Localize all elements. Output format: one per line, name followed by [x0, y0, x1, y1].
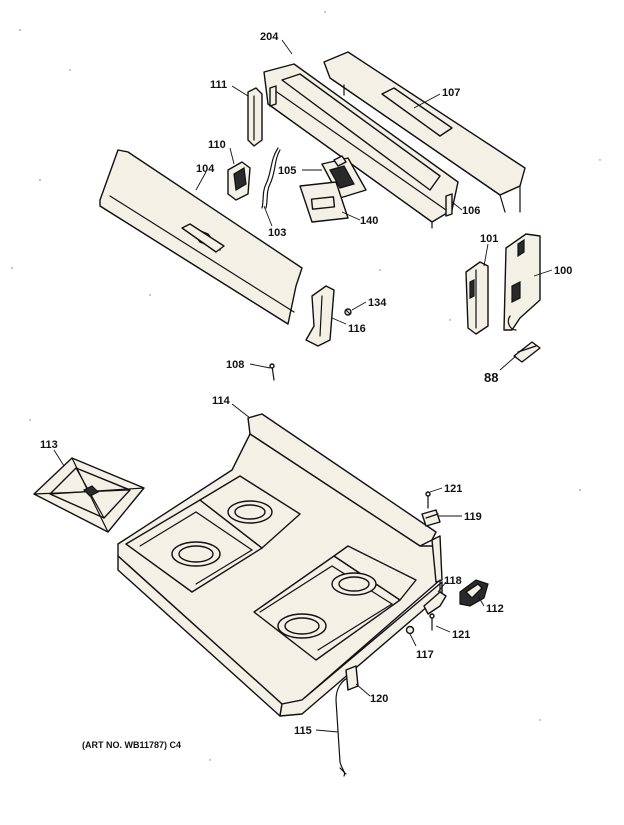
- callout-101: 101: [480, 233, 498, 245]
- callout-113: 113: [40, 439, 58, 451]
- callout-119: 119: [464, 511, 482, 523]
- callout-121-upper: 121: [444, 483, 462, 495]
- part-113-burner-grate: [33, 457, 145, 533]
- callout-116: 116: [348, 323, 366, 335]
- callout-117: 117: [416, 649, 434, 661]
- background-specks: [11, 11, 601, 761]
- callout-121-lower: 121: [452, 629, 470, 641]
- part-100-side-bracket: [503, 233, 541, 331]
- part-119-clip: [421, 509, 441, 527]
- callout-114: 114: [212, 395, 231, 407]
- callout-204: 204: [260, 31, 279, 43]
- callout-104: 104: [196, 163, 215, 175]
- part-101-bracket: [465, 261, 489, 335]
- part-104-control-panel: [99, 149, 303, 325]
- callout-labels: 204 107 111 110 104 105 103 140 106 101 …: [40, 31, 572, 737]
- part-204-backsplash-panel: [263, 63, 459, 229]
- part-117-nut: [405, 625, 415, 635]
- callout-88: 88: [484, 370, 498, 385]
- callout-105: 105: [278, 165, 296, 177]
- callout-120: 120: [370, 693, 388, 705]
- callout-134: 134: [368, 297, 387, 309]
- callout-118: 118: [444, 575, 462, 587]
- callout-107: 107: [442, 87, 460, 99]
- callout-115: 115: [294, 725, 312, 737]
- part-110-switch: [227, 161, 251, 201]
- part-107-backguard-cap: [323, 51, 526, 213]
- art-number-note: (ART NO. WB11787) C4: [82, 740, 181, 750]
- callout-103: 103: [268, 227, 286, 239]
- part-103-wire: [261, 147, 281, 209]
- part-108-screw: [269, 363, 275, 381]
- callout-108: 108: [226, 359, 244, 371]
- part-112-control-knob: [459, 579, 489, 607]
- callout-112: 112: [486, 603, 504, 615]
- part-134-screw: [344, 308, 352, 316]
- leader-lines: [53, 39, 553, 733]
- part-88-igniter: [513, 341, 541, 363]
- callout-100: 100: [554, 265, 572, 277]
- part-121-screw-lower: [429, 613, 435, 631]
- callout-111: 111: [210, 79, 227, 91]
- part-121-screw-upper: [425, 491, 431, 509]
- part-114-cooktop: [117, 413, 443, 717]
- part-116-end-cap: [305, 285, 335, 347]
- part-111-bracket: [247, 87, 263, 147]
- callout-140: 140: [360, 215, 378, 227]
- callout-106: 106: [462, 205, 480, 217]
- callout-110: 110: [208, 139, 226, 151]
- part-140-clock-overlay: [299, 181, 349, 223]
